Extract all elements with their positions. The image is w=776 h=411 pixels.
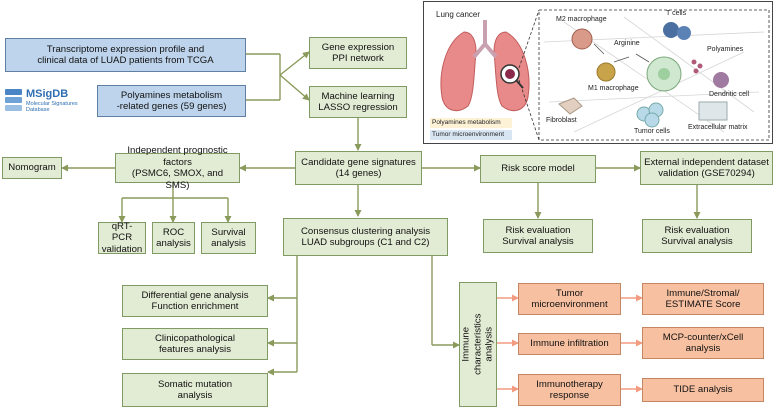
immunotherapy-box: Immunotherapy response	[518, 374, 621, 406]
m2-macrophage-label: M2 macrophage	[556, 16, 607, 23]
somatic-mutation-box: Somatic mutation analysis	[122, 373, 268, 407]
dendritic-cell-label: Dendritic cell	[709, 91, 750, 98]
survival-box: Survival analysis	[201, 222, 256, 254]
illustration-panel: Lung cancer Polyamines metabolism Tumor …	[423, 1, 773, 144]
clinicopathological-box: Clinicopathological features analysis	[122, 328, 268, 360]
msigdb-logo-icon	[5, 89, 22, 111]
polyamines-metabolism-label: Polyamines metabolism	[432, 119, 501, 126]
machine-learning-box: Machine learning LASSO regression	[309, 86, 407, 118]
m1-macrophage-label: M1 macrophage	[588, 85, 639, 92]
candidate-genes-box: Candidate gene signatures (14 genes)	[295, 151, 422, 185]
tumor-cells-label: Tumor cells	[634, 128, 670, 135]
msigdb-title: MSigDB	[26, 88, 69, 100]
immune-score-box: Immune/Stromal/ ESTIMATE Score	[642, 283, 764, 315]
consensus-clustering-box: Consensus clustering analysis LUAD subgr…	[283, 218, 448, 256]
t-cells-label: T cells	[666, 10, 687, 17]
differential-gene-box: Differential gene analysis Function enri…	[122, 285, 268, 317]
immune-characteristics-label: Immune characteristics analysis	[460, 313, 495, 376]
gene-expression-box: Gene expression PPI network	[309, 37, 407, 69]
external-validation-box: External independent dataset validation …	[640, 151, 773, 185]
polyamines-genes-box: Polyamines metabolism -related genes (59…	[97, 85, 246, 117]
qrtpcr-box: qRT-PCR validation	[98, 221, 146, 255]
tumor-microenvironment-box: Tumor microenvironment	[518, 283, 621, 315]
immune-characteristics-box: Immune characteristics analysis	[459, 282, 497, 407]
lung-cancer-label: Lung cancer	[436, 10, 481, 19]
nomogram-box: Nomogram	[2, 157, 62, 179]
msigdb-logo: MSigDB Molecular Signatures Database	[4, 86, 96, 118]
immune-infiltration-box: Immune infiltration	[518, 333, 621, 355]
polyamines-label: Polyamines	[707, 46, 744, 53]
risk-score-box: Risk score model	[480, 155, 596, 183]
arginine-label: Arginine	[614, 40, 640, 47]
mcp-counter-box: MCP-counter/xCell analysis	[642, 327, 764, 359]
msigdb-subtitle: Molecular Signatures Database	[26, 101, 78, 114]
fibroblast-label: Fibroblast	[546, 117, 577, 124]
lungs-icon	[440, 20, 530, 112]
tide-analysis-box: TIDE analysis	[642, 378, 764, 402]
lung-tme-illustration	[430, 9, 770, 141]
risk-evaluation-box-1: Risk evaluation Survival analysis	[483, 219, 593, 253]
tumor-microenvironment-label: Tumor microenvironment	[432, 131, 505, 138]
independent-factors-box: Independent prognostic factors (PSMC6, S…	[115, 145, 240, 191]
extracellular-matrix-label: Extracellular matrix	[688, 124, 748, 131]
tcga-data-box: Transcriptome expression profile and cli…	[5, 38, 246, 72]
risk-evaluation-box-2: Risk evaluation Survival analysis	[642, 219, 752, 253]
roc-box: ROC analysis	[152, 222, 195, 254]
